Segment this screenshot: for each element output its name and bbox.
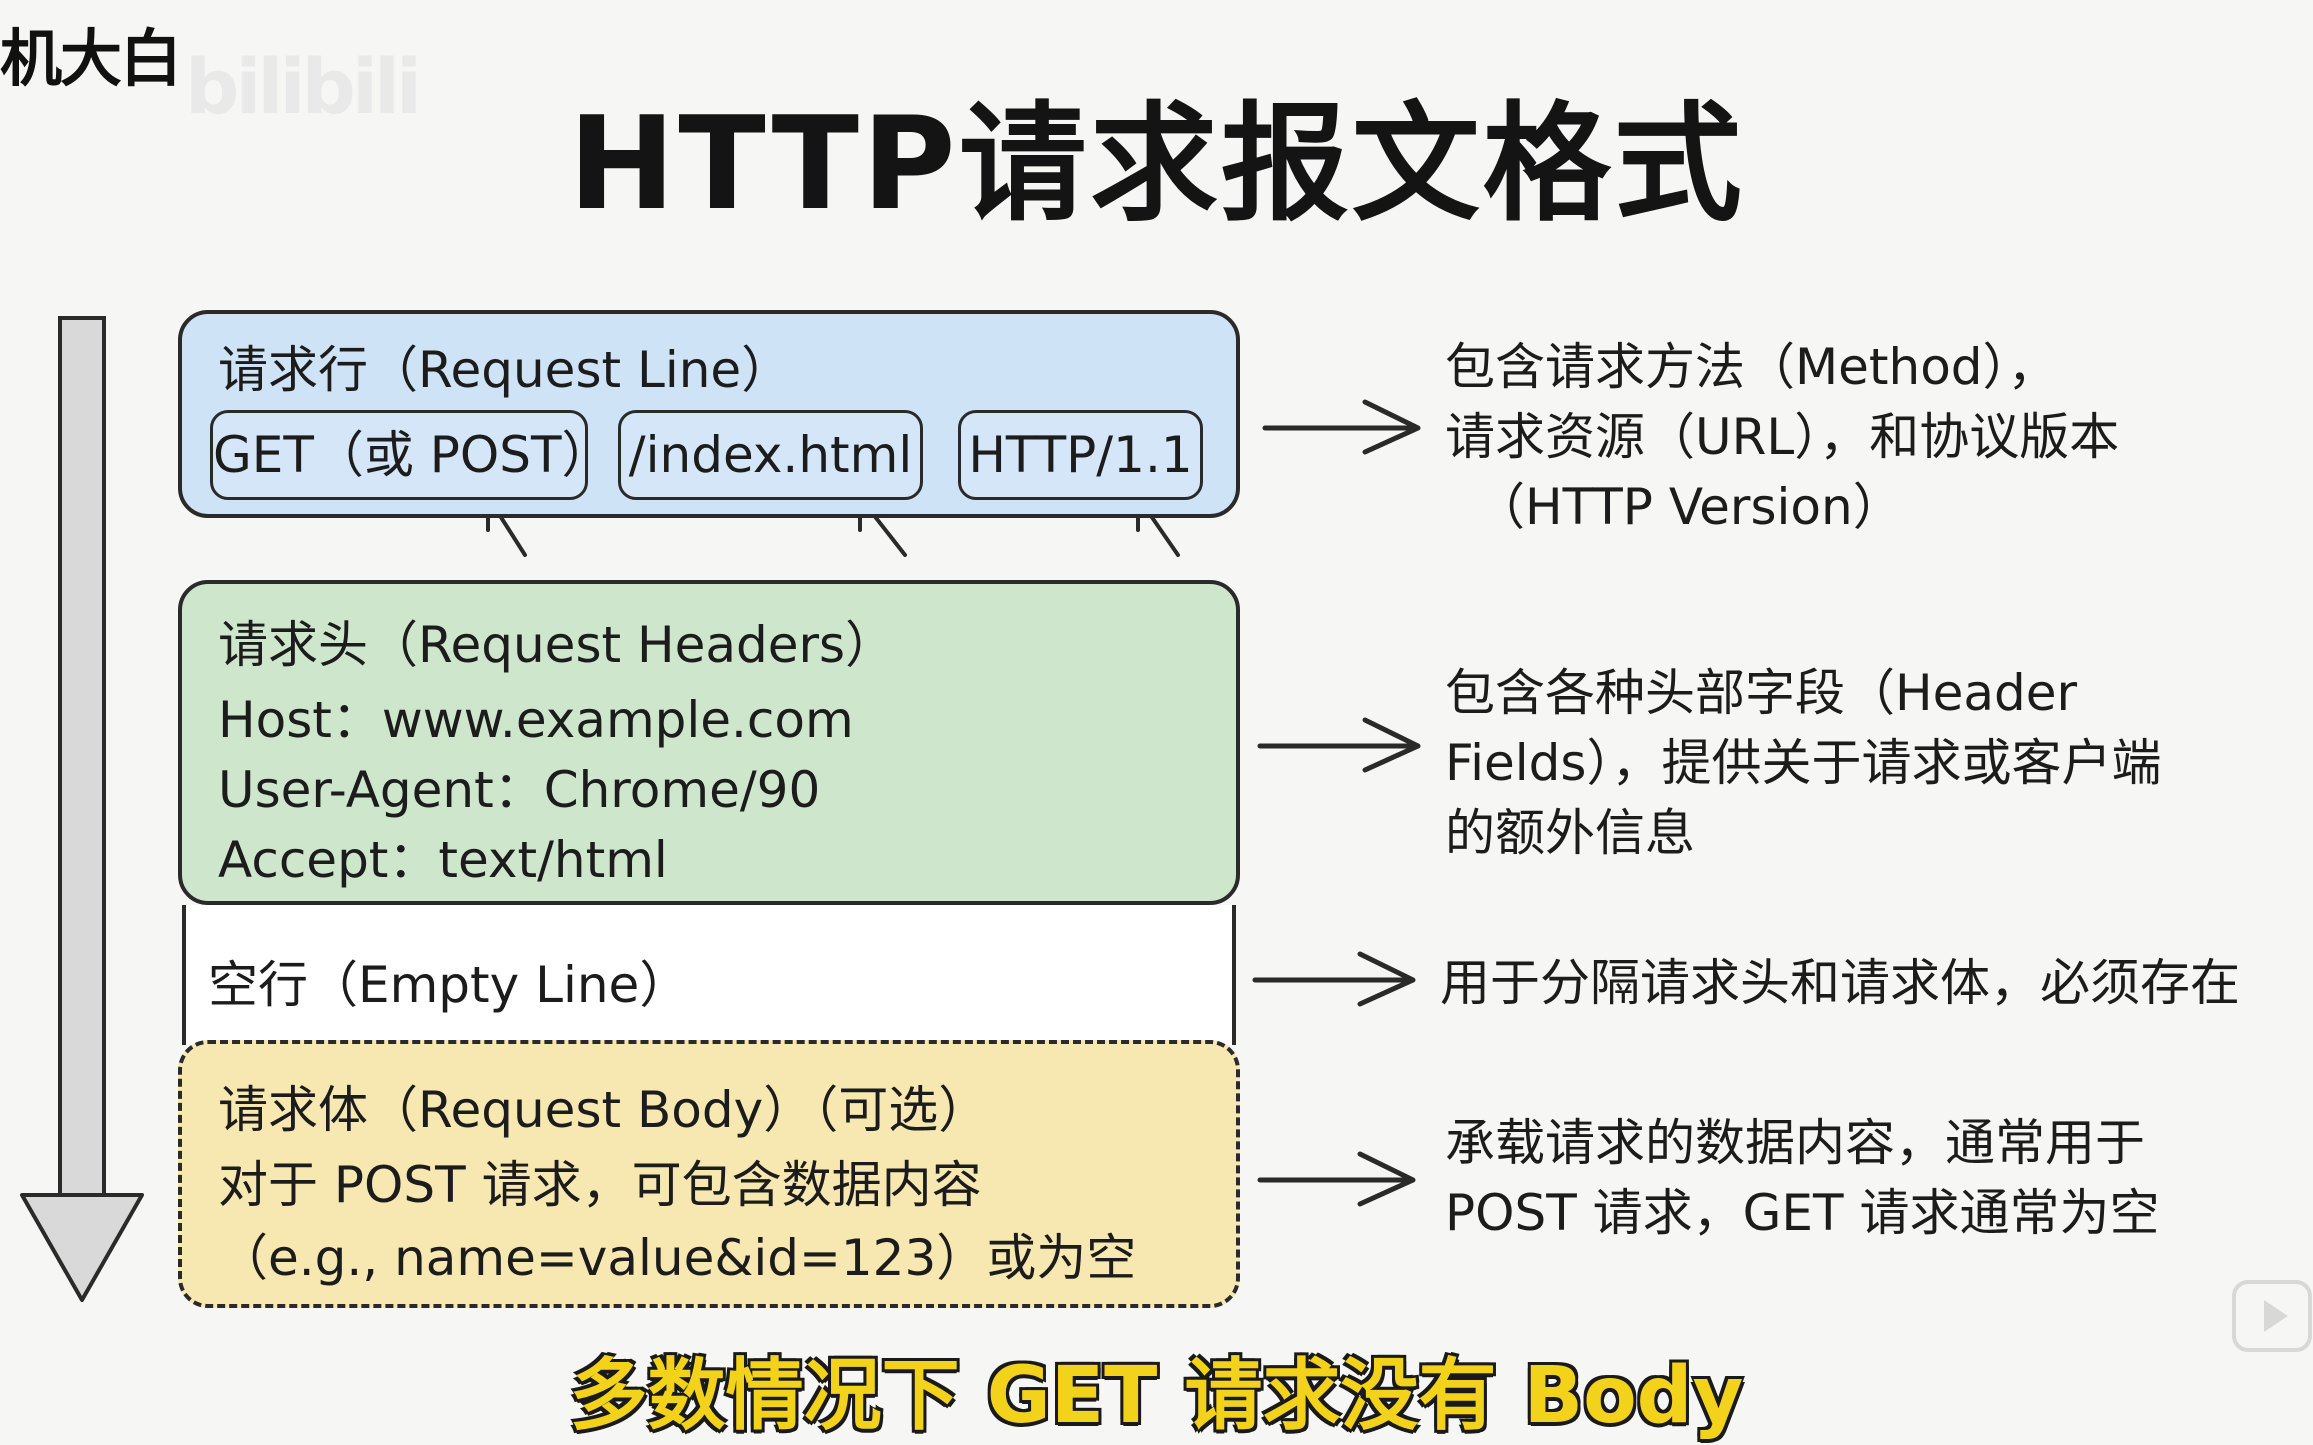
play-triangle-icon <box>2264 1300 2288 1332</box>
request-body-line-1: 对于 POST 请求，可包含数据内容 <box>218 1156 982 1214</box>
request-body-description: 承载请求的数据内容，通常用于 POST 请求，GET 请求通常为空 <box>1445 1108 2159 1248</box>
request-line-description: 包含请求方法（Method）， 请求资源（URL），和协议版本 （HTTP Ve… <box>1445 332 2119 542</box>
request-headers-box <box>178 580 1240 905</box>
arrow-right-icon <box>1257 717 1421 773</box>
description-line: POST 请求，GET 请求通常为空 <box>1445 1184 2160 1242</box>
method-chip: GET（或 POST） <box>210 410 612 500</box>
description-line: 请求资源（URL），和协议版本 <box>1445 408 2120 466</box>
down-arrow-icon <box>20 316 144 1302</box>
request-headers-heading: 请求头（Request Headers） <box>218 616 896 674</box>
play-icon[interactable] <box>2232 1280 2312 1352</box>
empty-line-box <box>182 905 1236 1045</box>
host-header: Host：www.example.com <box>218 691 854 749</box>
arrow-right-icon <box>1262 399 1421 455</box>
arrow-right-icon <box>1257 1151 1416 1207</box>
description-line: （HTTP Version） <box>1475 478 1903 536</box>
description-line: 包含请求方法（Method）， <box>1445 338 2058 396</box>
user-agent-header: User-Agent：Chrome/90 <box>218 761 821 819</box>
empty-line-heading: 空行（Empty Line） <box>208 956 690 1014</box>
path-chip: /index.html <box>618 410 923 500</box>
description-line: 的额外信息 <box>1445 804 1695 862</box>
request-line-heading: 请求行（Request Line） <box>218 341 792 399</box>
description-line: 用于分隔请求头和请求体，必须存在 <box>1440 954 2240 1012</box>
description-line: 包含各种头部字段（Header <box>1445 664 2078 722</box>
request-body-heading: 请求体（Request Body）（可选） <box>218 1081 989 1139</box>
version-chip: HTTP/1.1 <box>958 410 1203 500</box>
video-subtitle: 多数情况下 GET 请求没有 Body <box>569 1351 1744 1441</box>
request-body-line-2: （e.g., name=value&id=123）或为空 <box>218 1229 1137 1287</box>
request-body-box <box>178 1040 1240 1308</box>
empty-line-description: 用于分隔请求头和请求体，必须存在 <box>1440 948 2240 1018</box>
accept-header: Accept：text/html <box>218 831 668 889</box>
description-line: Fields），提供关于请求或客户端 <box>1445 734 2162 792</box>
description-line: 承载请求的数据内容，通常用于 <box>1445 1114 2145 1172</box>
author-watermark: 机大白 <box>0 22 182 95</box>
arrow-right-icon <box>1252 951 1416 1007</box>
request-headers-description: 包含各种头部字段（Header Fields），提供关于请求或客户端 的额外信息 <box>1445 658 2161 868</box>
bilibili-logo: bilibili <box>185 42 422 131</box>
page-title: HTTP请求报文格式 <box>568 90 1745 239</box>
